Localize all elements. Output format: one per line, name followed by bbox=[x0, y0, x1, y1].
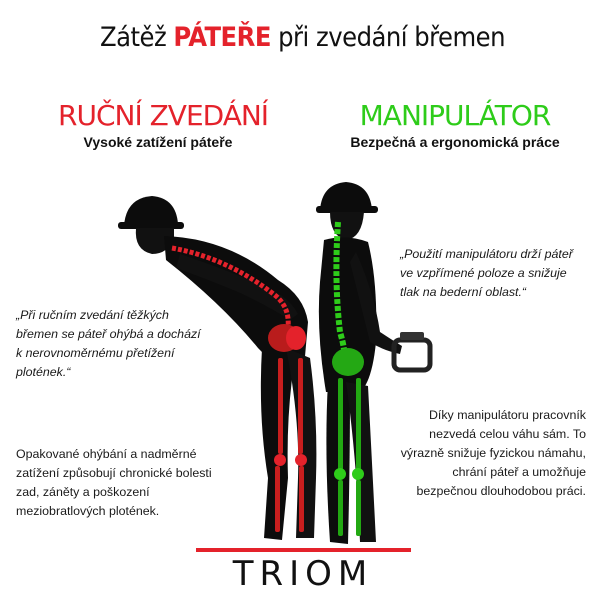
title-highlight: PÁTEŘE bbox=[173, 22, 271, 53]
hard-hat-icon bbox=[118, 196, 184, 229]
manual-lifting-header: RUČNÍ ZVEDÁNÍ Vysoké zatížení páteře bbox=[58, 99, 269, 151]
triom-logo: TRIOM bbox=[196, 548, 411, 594]
bent-worker-illustration bbox=[118, 196, 317, 540]
manipulator-handle-icon bbox=[391, 332, 433, 373]
manual-lifting-quote: „Při ručním zvedání těžkých břemen se pá… bbox=[16, 308, 201, 379]
spine-icon bbox=[332, 221, 364, 536]
title-part1: Zátěž bbox=[99, 22, 174, 53]
manual-lifting-subheading: Vysoké zatížení páteře bbox=[83, 134, 233, 150]
page-title: Zátěž PÁTEŘE při zvedání břemen bbox=[0, 22, 605, 53]
manipulator-subheading: Bezpečná a ergonomická práce bbox=[350, 134, 560, 150]
spine-icon bbox=[171, 245, 307, 532]
manual-lifting-text: Opakované ohýbání a nadměrné zatížení zp… bbox=[16, 447, 212, 518]
manipulator-heading: MANIPULÁTOR bbox=[359, 99, 552, 132]
manipulator-quote: „Použití manipulátoru drží páteř ve vzpř… bbox=[400, 247, 573, 299]
manual-lifting-heading: RUČNÍ ZVEDÁNÍ bbox=[58, 99, 269, 132]
upright-worker-illustration bbox=[316, 182, 433, 544]
manipulator-text: Díky manipulátoru pracovník nezvedá celo… bbox=[400, 408, 586, 498]
hard-hat-icon bbox=[316, 182, 378, 213]
logo-text: TRIOM bbox=[232, 554, 374, 594]
title-part2: při zvedání břemen bbox=[270, 22, 506, 53]
manipulator-header: MANIPULÁTOR Bezpečná a ergonomická práce bbox=[325, 99, 585, 151]
